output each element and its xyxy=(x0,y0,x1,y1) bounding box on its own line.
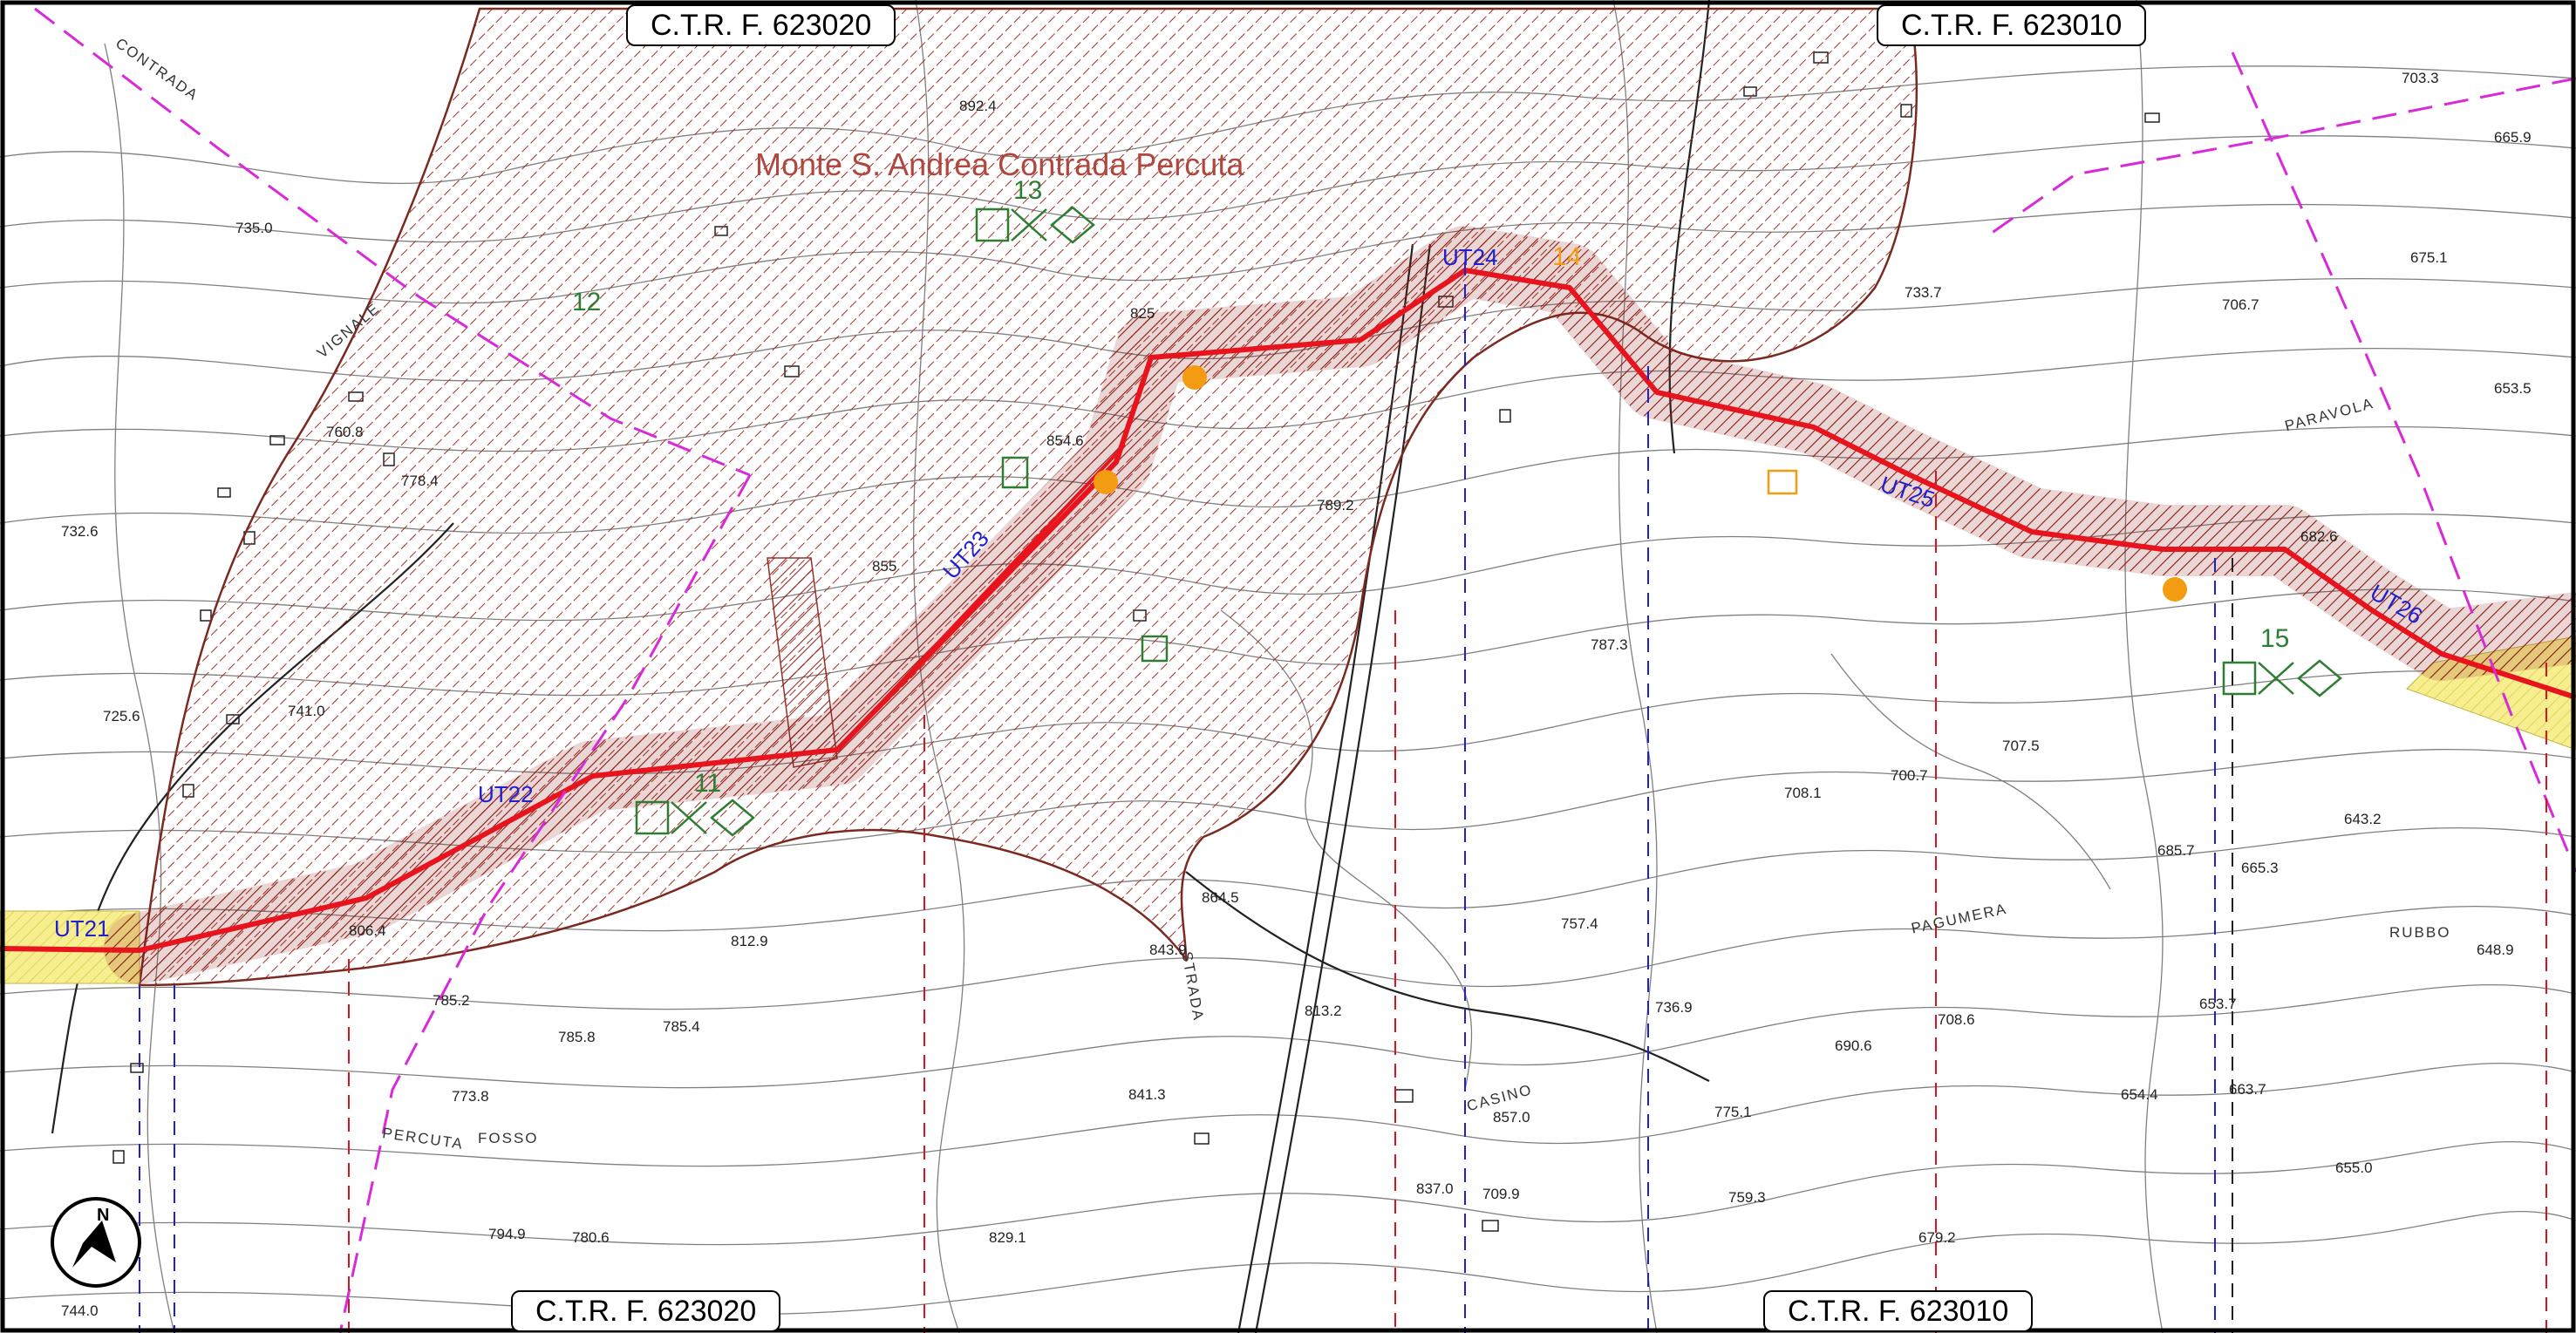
compass-icon: N xyxy=(51,1197,141,1288)
sheet-label-bottom-left: C.T.R. F. 623020 xyxy=(511,1290,781,1332)
orange-marker xyxy=(1094,470,1118,494)
marker-number-11: 11 xyxy=(694,769,722,798)
landslide-spur xyxy=(767,557,838,768)
elevation-label: 855 xyxy=(872,558,897,575)
elevation-label: 690.6 xyxy=(1835,1037,1872,1054)
elevation-label: 653.5 xyxy=(2494,380,2532,397)
elevation-label: 780.6 xyxy=(572,1229,610,1246)
elevation-label: 813.2 xyxy=(1305,1003,1342,1019)
place-name: Monte S. Andrea Contrada Percuta xyxy=(755,146,1244,182)
elevation-label: 741.0 xyxy=(288,703,325,719)
elevation-label: 706.7 xyxy=(2222,296,2259,313)
elevation-label: 643.2 xyxy=(2344,811,2382,827)
elevation-label: 700.7 xyxy=(1891,767,1928,784)
boundary-lines xyxy=(34,7,2576,1333)
orange-marker xyxy=(1182,365,1207,390)
route-line-parallel xyxy=(835,443,1127,752)
elevation-label: 654.4 xyxy=(2121,1086,2158,1103)
small-square xyxy=(1001,456,1029,489)
orange-box xyxy=(1767,469,1798,495)
elevation-label: 794.9 xyxy=(488,1226,526,1242)
elevation-label: 759.3 xyxy=(1728,1189,1766,1206)
sheet-label-bottom-right: C.T.R. F. 623010 xyxy=(1763,1290,2034,1332)
elevation-label: 665.3 xyxy=(2241,860,2279,876)
elevation-label: 679.2 xyxy=(1918,1229,1956,1246)
elevation-label: 806.4 xyxy=(349,922,386,939)
marker-number-14: 14 xyxy=(1552,242,1582,271)
elevation-label: 682.6 xyxy=(2300,528,2338,545)
elevation-label: 648.9 xyxy=(2477,942,2514,958)
symbol-11 xyxy=(635,799,755,837)
marker-number-12: 12 xyxy=(572,288,602,316)
elevation-label: 735.0 xyxy=(235,220,273,236)
elevation-label: 733.7 xyxy=(1905,284,1942,301)
elevation-label: 732.6 xyxy=(61,523,99,540)
elevation-label: 675.1 xyxy=(2410,249,2448,266)
segment-label-ut24: UT24 xyxy=(1442,244,1498,270)
elevation-label: 665.9 xyxy=(2494,129,2532,146)
orange-markers xyxy=(1094,365,2187,602)
north-arrow: N xyxy=(48,1194,144,1290)
elevation-label: 857.0 xyxy=(1493,1109,1530,1126)
elevation-label: 778.4 xyxy=(401,473,439,489)
elevation-label: 841.3 xyxy=(1128,1086,1166,1103)
elevation-label: 812.9 xyxy=(731,933,768,949)
green-symbols xyxy=(635,206,2342,837)
elevation-label: 653.7 xyxy=(2199,996,2237,1012)
elevation-label: 892.4 xyxy=(959,98,997,114)
orange-marker xyxy=(2163,577,2187,602)
small-square xyxy=(1141,635,1169,663)
elevation-label: 854.6 xyxy=(1046,432,1084,449)
marker-number-15: 15 xyxy=(2260,624,2290,653)
elevation-label: 837.0 xyxy=(1416,1180,1454,1197)
north-label: N xyxy=(97,1206,109,1225)
elevation-label: 685.7 xyxy=(2157,842,2195,859)
route-line xyxy=(0,268,2576,953)
elevation-label: 843.9 xyxy=(1149,942,1187,958)
segment-label-ut21: UT21 xyxy=(54,915,110,942)
sheet-label-top-left: C.T.R. F. 623020 xyxy=(626,4,896,46)
elevation-label: 757.4 xyxy=(1561,915,1598,932)
elevation-label: 864.5 xyxy=(1202,889,1239,906)
elevation-label: 709.9 xyxy=(1482,1186,1520,1202)
elevation-label: 744.0 xyxy=(61,1302,99,1319)
road-name: FOSSO xyxy=(478,1130,539,1146)
elevation-label: 655.0 xyxy=(2335,1160,2373,1176)
elevation-label: 825 xyxy=(1130,305,1155,322)
elevation-label: 785.8 xyxy=(558,1029,596,1045)
survey-lines xyxy=(139,262,2547,1333)
marker-number-13: 13 xyxy=(1013,176,1043,205)
elevation-label: 760.8 xyxy=(326,424,364,440)
elevation-label: 708.6 xyxy=(1938,1011,1975,1028)
elevation-label: 773.8 xyxy=(452,1088,489,1105)
elevation-label: 775.1 xyxy=(1714,1104,1752,1120)
elevation-label: 725.6 xyxy=(103,708,140,724)
elevation-label: 736.9 xyxy=(1655,999,1693,1016)
elevation-label: 703.3 xyxy=(2402,70,2439,86)
elevation-label: 708.1 xyxy=(1784,785,1822,801)
segment-label-ut22: UT22 xyxy=(478,781,534,807)
elevation-label: 785.2 xyxy=(433,992,470,1009)
elevation-label: 787.3 xyxy=(1591,636,1628,653)
road-name: RUBBO xyxy=(2389,924,2451,941)
symbol-15 xyxy=(2222,659,2342,697)
sheet-label-top-right: C.T.R. F. 623010 xyxy=(1877,4,2147,46)
elevation-label: 663.7 xyxy=(2229,1081,2266,1098)
elevation-label: 707.5 xyxy=(2002,738,2040,754)
elevation-label: 789.2 xyxy=(1317,497,1354,513)
symbol-13 xyxy=(975,206,1095,244)
elevation-label: 785.4 xyxy=(663,1018,700,1035)
elevation-label: 829.1 xyxy=(989,1229,1026,1246)
